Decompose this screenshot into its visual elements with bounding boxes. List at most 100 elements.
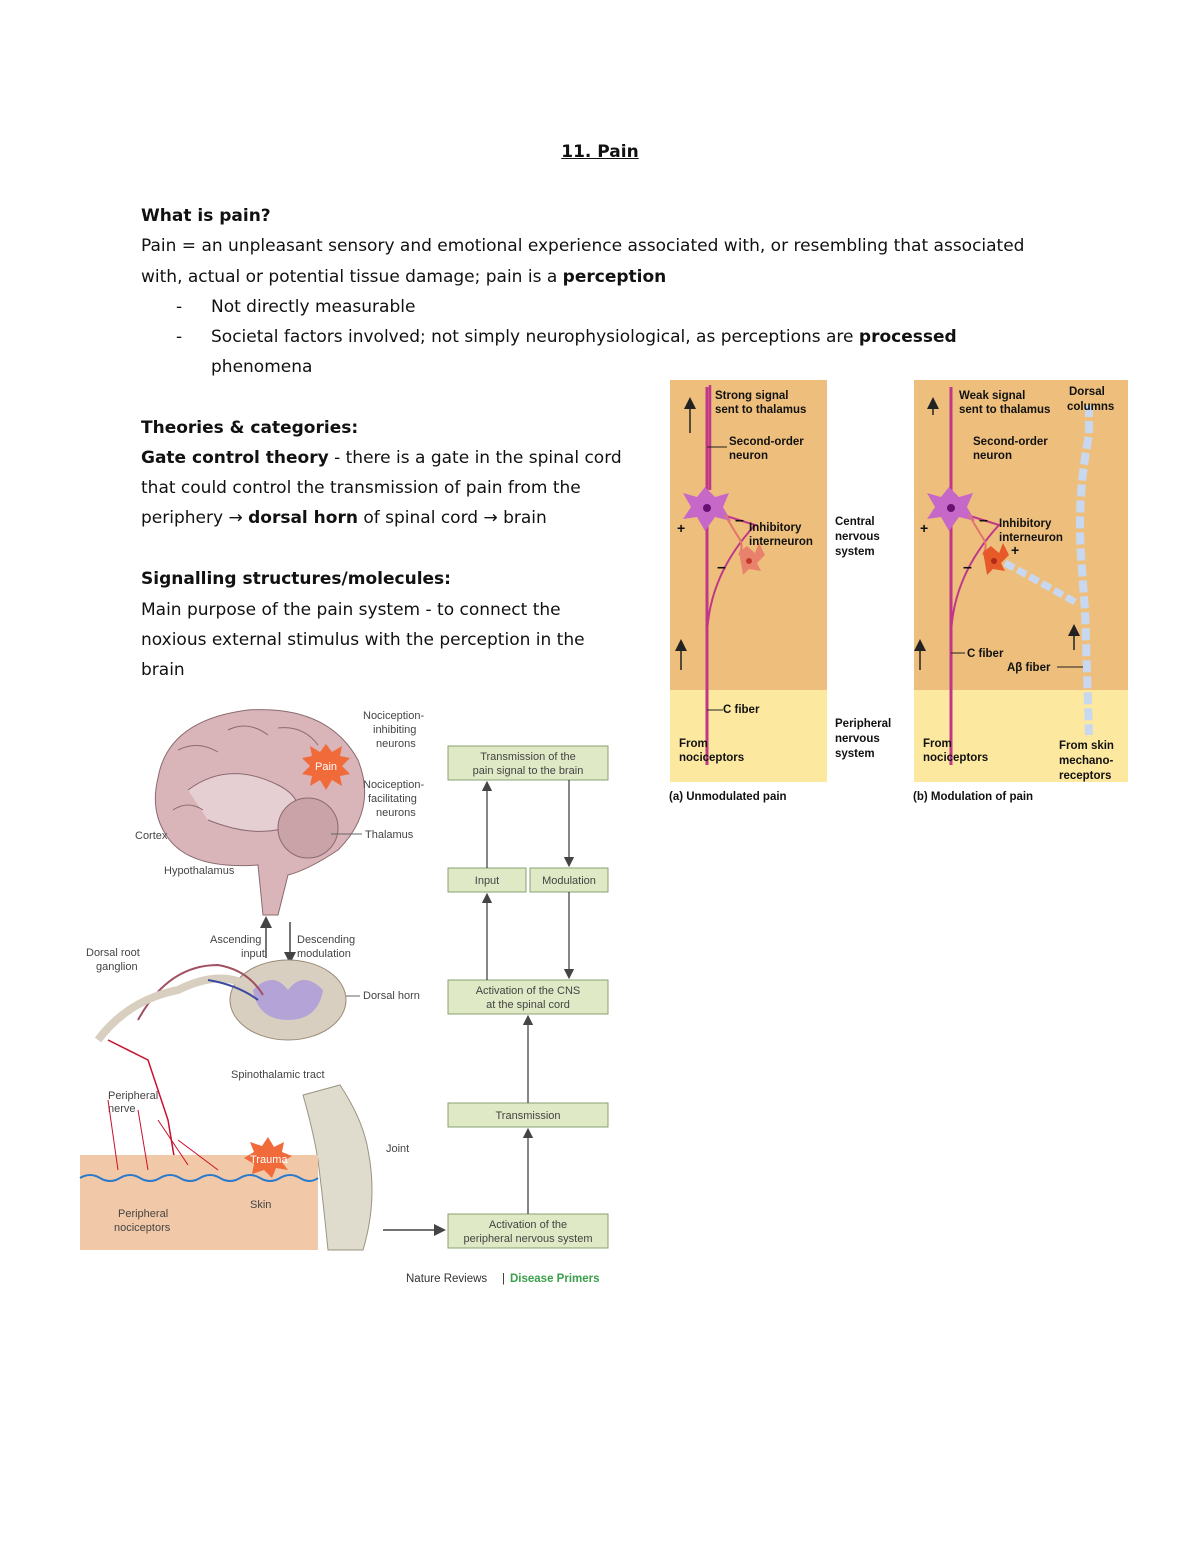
cerebellum: [277, 797, 339, 859]
spinothalamic-label: Spinothalamic tract: [231, 1069, 325, 1081]
cns-label-2: nervous: [835, 531, 880, 543]
box-cns-2: at the spinal cord: [486, 999, 570, 1011]
box-tb-2: pain signal to the brain: [473, 765, 584, 777]
noci-facil-2: facilitating: [368, 793, 417, 805]
a-from-2: nociceptors: [679, 752, 744, 764]
caption-b: (b) Modulation of pain: [913, 791, 1033, 803]
skin: [80, 1155, 318, 1250]
svg-text:+: +: [677, 520, 685, 536]
thalamus-label: Thalamus: [365, 829, 414, 841]
signalling-line-2: noxious external stimulus with the perce…: [141, 630, 585, 650]
box-tb-1: Transmission of the: [480, 751, 576, 763]
caption-a: (a) Unmodulated pain: [669, 791, 787, 803]
b-from-1: From: [923, 738, 952, 750]
peripheral-noci-1: Peripheral: [118, 1208, 168, 1220]
b-c-fiber: C fiber: [967, 648, 1004, 660]
b-inhibitory-1: Inhibitory: [999, 518, 1052, 530]
from-skin-1: From skin: [1059, 740, 1114, 752]
a-top-label-2: sent to thalamus: [715, 404, 806, 416]
svg-text:–: –: [963, 559, 972, 576]
box-pns: [447, 1213, 609, 1249]
credit-nature: Nature Reviews: [406, 1273, 487, 1285]
credit-primers: Disease Primers: [510, 1273, 600, 1285]
box-cns: [447, 979, 609, 1015]
drg-2: ganglion: [96, 961, 138, 973]
cns-label-1: Central: [835, 516, 875, 528]
page-title: 11. Pain: [561, 142, 639, 162]
box-modulation-label: Modulation: [542, 875, 596, 887]
signalling-line-3: brain: [141, 660, 185, 680]
a-second-order-1: Second-order: [729, 436, 804, 448]
from-skin-2: mechano-: [1059, 755, 1113, 767]
pns-label-1: Peripheral: [835, 718, 891, 730]
a-inhibitory-2: interneuron: [749, 536, 813, 548]
a-c-fiber: C fiber: [723, 704, 760, 716]
b-ab-fiber: Aβ fiber: [1007, 662, 1051, 674]
box-pns-2: peripheral nervous system: [463, 1233, 592, 1245]
gate-line-2: that could control the transmission of p…: [141, 478, 581, 498]
a-top-label-1: Strong signal: [715, 390, 788, 402]
svg-text:+: +: [1011, 542, 1019, 558]
svg-text:–: –: [717, 559, 726, 576]
panel-modulated: + – – + Weak signal sent to thalamus Dor…: [913, 380, 1128, 803]
knee-joint: [302, 1084, 373, 1251]
hypothalamus-label: Hypothalamus: [164, 865, 235, 877]
b-inhibitory-2: interneuron: [999, 532, 1063, 544]
b-second-order-1: Second-order: [973, 436, 1048, 448]
heading-theories: Theories & categories:: [141, 418, 359, 438]
gate-control-figure: + – – Strong signal sent to thalamus Sec…: [669, 380, 1128, 803]
ascending-2: input: [241, 948, 265, 960]
ascending-1: Ascending: [210, 934, 261, 946]
descending-1: Descending: [297, 934, 355, 946]
cns-label-3: system: [835, 546, 875, 558]
svg-text:+: +: [920, 520, 928, 536]
bullet-societal-cont: phenomena: [211, 357, 313, 377]
box-pns-1: Activation of the: [489, 1219, 567, 1231]
dorsal-columns-2: columns: [1067, 401, 1114, 413]
definition-line-1: Pain = an unpleasant sensory and emotion…: [141, 236, 1025, 256]
noci-facil-3: neurons: [376, 807, 416, 819]
box-transmission-brain: [447, 745, 609, 781]
b-top-label-2: sent to thalamus: [959, 404, 1050, 416]
definition-line-2: with, actual or potential tissue damage;…: [141, 267, 667, 287]
pain-label: Pain: [315, 761, 337, 773]
trauma-burst: [244, 1137, 292, 1178]
pns-label-2: nervous: [835, 733, 880, 745]
a-from-1: From: [679, 738, 708, 750]
svg-text:–: –: [735, 512, 744, 529]
pain-pathway-figure: Pain Nociception- inhibiting neurons Noc…: [79, 709, 609, 1285]
peripheral-nerve-2: nerve: [108, 1103, 136, 1115]
box-cns-1: Activation of the CNS: [476, 985, 581, 997]
descending-2: modulation: [297, 948, 351, 960]
pain-burst: [302, 744, 350, 790]
bullet-not-measurable: Not directly measurable: [211, 297, 416, 317]
bullet-societal: Societal factors involved; not simply ne…: [211, 327, 957, 347]
noci-inhib-1: Nociception-: [363, 710, 424, 722]
pns-label-3: system: [835, 748, 875, 760]
noci-facil-1: Nociception-: [363, 779, 424, 791]
heading-what-is-pain: What is pain?: [141, 206, 271, 226]
drg-1: Dorsal root: [86, 947, 140, 959]
box-input-label: Input: [475, 875, 499, 887]
bullet-dash: -: [176, 297, 183, 317]
dorsal-horn-label: Dorsal horn: [363, 990, 420, 1002]
a-inhibitory-1: Inhibitory: [749, 522, 802, 534]
box-modulation: [529, 867, 609, 893]
gate-line-3: periphery → dorsal horn of spinal cord →…: [141, 508, 547, 528]
noci-inhib-3: neurons: [376, 738, 416, 750]
trauma-label: Trauma: [250, 1154, 288, 1166]
cortex-label: Cortex: [135, 830, 168, 842]
peripheral-nerve-1: Peripheral: [108, 1090, 158, 1102]
peripheral-noci-2: nociceptors: [114, 1222, 171, 1234]
from-skin-3: receptors: [1059, 770, 1111, 782]
credit-sep: |: [502, 1273, 505, 1285]
heading-signalling: Signalling structures/molecules:: [141, 569, 451, 589]
noci-inhib-2: inhibiting: [373, 724, 416, 736]
skin-label: Skin: [250, 1199, 271, 1211]
a-second-order-2: neuron: [729, 450, 768, 462]
svg-text:–: –: [979, 512, 988, 529]
signalling-line-1: Main purpose of the pain system - to con…: [141, 600, 561, 620]
box-transmission-label: Transmission: [496, 1110, 561, 1122]
dorsal-columns-1: Dorsal: [1069, 386, 1105, 398]
inhibitory-interneuron-a: [739, 543, 765, 575]
